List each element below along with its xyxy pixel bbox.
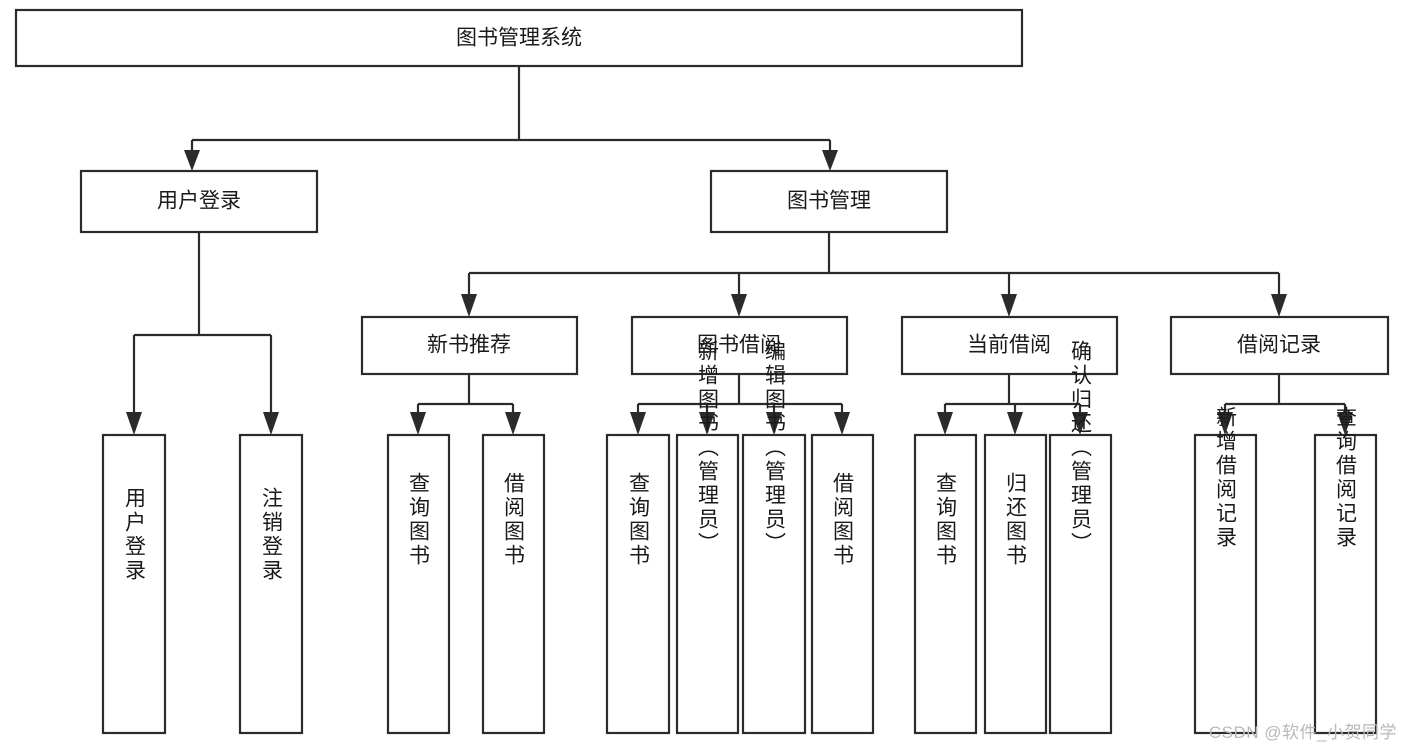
node-leaf-borrow-book-2[interactable]: 借阅图书 (810, 433, 875, 735)
node-label: 借阅记录 (1237, 334, 1321, 357)
node-label: 用户登录 (123, 487, 147, 583)
node-current-borrow[interactable]: 当前借阅 (900, 315, 1119, 376)
node-label: 当前借阅 (967, 334, 1051, 357)
node-box (675, 433, 740, 735)
node-box (1313, 433, 1378, 735)
node-label: 查询借阅记录 (1334, 406, 1358, 550)
node-label: 借阅图书 (831, 472, 855, 568)
node-leaf-logout[interactable]: 注销登录 (238, 433, 304, 735)
arrow-head-icon (699, 412, 715, 435)
node-leaf-edit-book-admin[interactable]: 编辑图书（管理员） (741, 340, 807, 735)
arrow-head-icon (822, 150, 838, 171)
node-label: 借阅图书 (502, 472, 526, 568)
node-box (983, 433, 1048, 735)
node-label: 新增图书（管理员） (696, 340, 720, 556)
node-leaf-return-book[interactable]: 归还图书 (983, 433, 1048, 735)
arrow-head-icon (630, 412, 646, 435)
node-book-manage[interactable]: 图书管理 (709, 169, 949, 234)
node-label: 编辑图书（管理员） (763, 340, 787, 556)
node-borrow-record[interactable]: 借阅记录 (1169, 315, 1390, 376)
node-box (360, 315, 579, 376)
node-label: 用户登录 (157, 190, 241, 213)
node-label: 图书管理系统 (456, 27, 582, 50)
node-label: 新增借阅记录 (1214, 406, 1238, 550)
edge-borrowrecord-to-leaves (1217, 374, 1353, 435)
node-leaf-query-book-2[interactable]: 查询图书 (605, 433, 671, 735)
node-box (630, 315, 849, 376)
node-box (913, 433, 978, 735)
node-leaf-query-borrow-record[interactable]: 查询借阅记录 (1313, 406, 1378, 735)
arrow-head-icon (766, 412, 782, 435)
arrow-head-icon (1001, 294, 1017, 317)
arrow-head-icon (410, 412, 426, 435)
node-leaf-add-borrow-record[interactable]: 新增借阅记录 (1193, 406, 1258, 735)
arrow-head-icon (1007, 412, 1023, 435)
node-box (1048, 433, 1113, 735)
arrow-head-icon (263, 412, 279, 435)
node-label: 确认归还（管理员） (1069, 340, 1093, 556)
node-new-book-recommend[interactable]: 新书推荐 (360, 315, 579, 376)
node-box (79, 169, 319, 234)
node-label: 新书推荐 (427, 334, 511, 357)
edge-bookborrow-to-leaves (630, 374, 850, 435)
node-leaf-query-book-1[interactable]: 查询图书 (386, 433, 451, 735)
node-box (741, 433, 807, 735)
node-leaf-add-book-admin[interactable]: 新增图书（管理员） (675, 340, 740, 735)
edge-root-to-level2 (184, 66, 838, 171)
node-box (1169, 315, 1390, 376)
node-box (481, 433, 546, 735)
edge-currentborrow-to-leaves (937, 374, 1088, 435)
node-leaf-confirm-return-admin[interactable]: 确认归还（管理员） (1048, 340, 1113, 735)
node-box (900, 315, 1119, 376)
node-box (810, 433, 875, 735)
edge-userlogin-to-leaves (126, 232, 279, 435)
node-label: 图书管理 (787, 190, 871, 213)
arrow-head-icon (834, 412, 850, 435)
arrow-head-icon (937, 412, 953, 435)
edge-bookmanage-to-level3 (461, 232, 1287, 317)
node-leaf-borrow-book-1[interactable]: 借阅图书 (481, 433, 546, 735)
node-label: 注销登录 (260, 487, 284, 583)
arrow-head-icon (505, 412, 521, 435)
node-label: 查询图书 (627, 472, 651, 568)
node-box (386, 433, 451, 735)
node-book-borrow[interactable]: 图书借阅 (630, 315, 849, 376)
node-label: 查询图书 (407, 472, 431, 568)
node-leaf-user-login[interactable]: 用户登录 (101, 433, 167, 735)
node-box (709, 169, 949, 234)
node-label: 归还图书 (1004, 472, 1028, 568)
arrow-head-icon (1217, 412, 1233, 435)
arrow-head-icon (184, 150, 200, 171)
node-root-system[interactable]: 图书管理系统 (14, 8, 1024, 68)
node-box (238, 433, 304, 735)
node-box (605, 433, 671, 735)
arrow-head-icon (126, 412, 142, 435)
arrow-head-icon (1072, 412, 1088, 435)
node-box (1193, 433, 1258, 735)
edge-newbook-to-leaves (410, 374, 521, 435)
arrow-head-icon (1271, 294, 1287, 317)
node-box (14, 8, 1024, 68)
arrow-head-icon (731, 294, 747, 317)
node-leaf-query-book-3[interactable]: 查询图书 (913, 433, 978, 735)
csdn-watermark: CSDN @软件_小贺同学 (1208, 723, 1397, 742)
arrow-head-icon (1337, 412, 1353, 435)
node-label: 图书借阅 (697, 334, 781, 357)
node-label: 查询图书 (934, 472, 958, 568)
arrow-head-icon (461, 294, 477, 317)
node-user-login[interactable]: 用户登录 (79, 169, 319, 234)
node-box (101, 433, 167, 735)
